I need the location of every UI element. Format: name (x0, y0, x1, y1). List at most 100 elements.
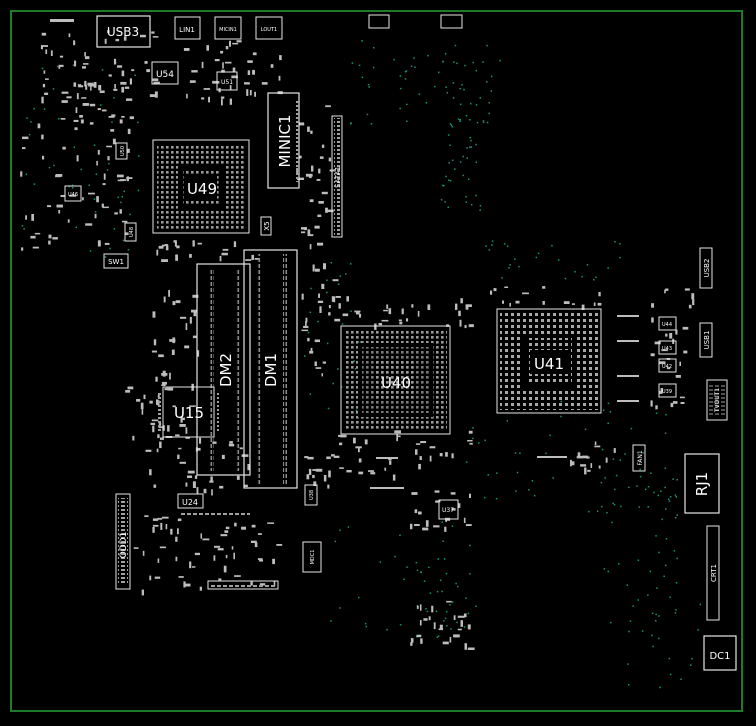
via (415, 561, 418, 564)
via (339, 275, 342, 277)
via (516, 471, 519, 474)
smd-part (192, 240, 195, 247)
smd-part (44, 92, 49, 95)
smd-part (162, 381, 167, 385)
smd-part (358, 448, 360, 453)
smd-part (78, 85, 84, 88)
via (468, 178, 470, 180)
smd-part (464, 325, 467, 329)
smd-part (605, 457, 608, 463)
via (403, 578, 405, 580)
smd-part (196, 350, 200, 357)
via (624, 453, 626, 455)
smd-part (399, 321, 403, 325)
smd-part (102, 183, 106, 186)
via (660, 490, 662, 492)
smd-part (221, 99, 223, 106)
via (399, 107, 401, 110)
smd-part (123, 36, 127, 41)
smd-part (353, 437, 356, 444)
via (427, 54, 429, 57)
smd-part (158, 245, 164, 249)
via (425, 608, 427, 610)
via (437, 558, 439, 560)
smd-part (651, 303, 654, 308)
via (438, 71, 440, 74)
u54-chip: U54 (151, 61, 179, 85)
via (48, 166, 51, 169)
smd-part (593, 302, 596, 306)
smd-part (388, 308, 392, 315)
smd-part (97, 149, 100, 155)
smd-part (331, 296, 335, 302)
via (668, 500, 671, 502)
via (619, 459, 622, 461)
smd-part (453, 615, 456, 620)
via (444, 617, 447, 620)
via (487, 474, 489, 476)
smd-part (435, 500, 441, 503)
smd-part (220, 50, 224, 54)
smd-part (257, 533, 262, 535)
smd-part (181, 417, 185, 421)
via (75, 226, 77, 228)
via (607, 267, 609, 269)
via (358, 64, 361, 67)
via (361, 40, 363, 42)
smd-part (332, 279, 339, 282)
via (609, 411, 612, 413)
smd-part (315, 268, 320, 272)
dm1-slot: DM1 (243, 249, 298, 489)
tvout1-connector: TVOUT1 (706, 379, 728, 421)
via (448, 162, 450, 164)
u39-label: U39 (662, 389, 672, 395)
via (628, 684, 630, 686)
smd-part (680, 402, 685, 404)
via (533, 494, 536, 497)
smd-part (542, 286, 546, 289)
smd-part (119, 209, 122, 214)
smd-part (329, 169, 336, 172)
via (449, 144, 451, 146)
smd-part (172, 301, 176, 306)
via (596, 510, 599, 512)
smd-part (124, 232, 129, 236)
via (665, 564, 667, 567)
via (350, 122, 352, 124)
u41-bga: U41 (496, 308, 602, 414)
smd-part (245, 259, 252, 261)
via (488, 112, 490, 115)
smd-part (411, 304, 414, 308)
smd-part (267, 522, 275, 524)
smd-part (571, 303, 575, 305)
via (490, 75, 493, 78)
smd-part (582, 455, 589, 459)
smd-part (318, 201, 324, 204)
via (672, 478, 674, 480)
via (588, 510, 590, 513)
u50-chip: U50 (115, 142, 128, 160)
smd-part (98, 85, 102, 91)
via (101, 69, 104, 71)
smd-part (650, 353, 655, 357)
smd-part (317, 214, 322, 217)
smd-part (153, 484, 157, 488)
smd-part (439, 453, 443, 457)
smd-part (307, 234, 314, 237)
via (699, 603, 702, 606)
via (619, 256, 621, 259)
u15-label: U15 (174, 404, 204, 422)
smd-part (45, 49, 48, 54)
via (503, 243, 506, 245)
smd-part (225, 61, 232, 64)
via (441, 521, 443, 523)
via (462, 155, 464, 158)
smd-part (185, 427, 188, 434)
smd-part (467, 440, 473, 442)
via (486, 44, 488, 47)
minic1-slot: MINIC1 (267, 92, 300, 189)
via (614, 488, 616, 491)
via (607, 402, 610, 405)
smd-part (417, 311, 420, 317)
smd-part (75, 107, 78, 113)
